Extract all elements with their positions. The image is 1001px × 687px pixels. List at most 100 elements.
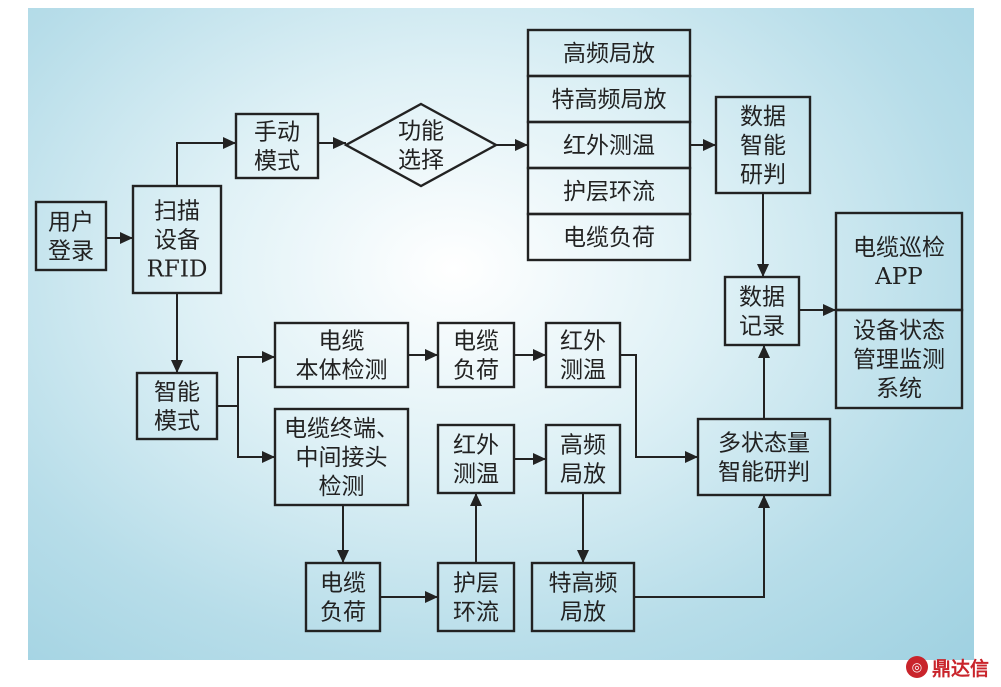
- arrowhead: [262, 351, 275, 363]
- node-label: 智能: [740, 133, 786, 159]
- arrowhead: [337, 550, 349, 563]
- node-label: 中间接头: [296, 445, 388, 471]
- arrowhead: [757, 264, 769, 277]
- edge-manual-to-function: [318, 137, 346, 149]
- arrowhead: [685, 451, 698, 463]
- node-term-hf: 高频局放: [544, 423, 622, 495]
- node-cable-app: 电缆巡检 APP: [834, 211, 964, 312]
- edge-scan-to-smart: [171, 293, 183, 373]
- node-label: 智能研判: [718, 460, 810, 486]
- node-label: 数据: [739, 285, 785, 311]
- node-label: 管理监测: [853, 347, 945, 373]
- node-body-ir: 红外测温: [544, 321, 622, 389]
- node-label: 数据: [740, 104, 786, 130]
- node-label: 研判: [740, 162, 786, 188]
- edge-body-to-load: [408, 349, 438, 361]
- arrowhead: [823, 304, 836, 316]
- node-label: 护层环流: [563, 179, 655, 205]
- arrowhead: [120, 232, 133, 244]
- node-label: 多状态量: [718, 431, 810, 457]
- node-label: 护层: [453, 571, 499, 597]
- node-cable-load: 电缆负荷: [526, 212, 692, 262]
- arrowhead: [703, 139, 716, 151]
- edge-multi-to-record: [758, 345, 770, 419]
- node-label: 模式: [254, 149, 300, 175]
- logo-icon: ◎: [906, 656, 928, 678]
- node-term-ir: 红外测温: [436, 423, 516, 495]
- edge-load-to-ir: [514, 349, 546, 361]
- edge-branch-to-term: [237, 406, 275, 463]
- arrowhead: [515, 139, 528, 151]
- node-label: 局放: [560, 462, 606, 488]
- box-shape: [34, 200, 108, 272]
- node-label: 系统: [876, 376, 922, 402]
- node-label: 智能: [154, 380, 200, 406]
- node-label: 设备: [154, 228, 200, 254]
- node-label: 电缆: [320, 571, 366, 597]
- box-shape: [834, 308, 964, 410]
- node-label: 电缆终端、: [284, 416, 399, 442]
- node-label: 测温: [560, 358, 606, 384]
- node-label: 本体检测: [296, 358, 388, 384]
- node-label: 红外: [560, 329, 606, 355]
- node-sheath-current: 护层环流: [526, 166, 692, 216]
- diamond-shape: [343, 102, 499, 188]
- node-label: 特高频: [549, 571, 618, 597]
- node-term-sheath: 护层环流: [436, 561, 516, 633]
- arrowhead: [533, 453, 546, 465]
- node-label: 测温: [453, 462, 499, 488]
- node-label: 手动: [254, 120, 300, 146]
- arrowhead: [223, 137, 236, 149]
- node-label: 电缆巡检: [853, 235, 945, 261]
- node-label: 局放: [560, 600, 606, 626]
- node-label: 功能: [398, 119, 444, 145]
- arrowhead: [470, 493, 482, 506]
- node-label: 设备状态: [853, 318, 945, 344]
- brand-logo: ◎ 鼎达信: [906, 652, 989, 682]
- node-label: 红外测温: [563, 133, 655, 159]
- arrowhead: [425, 591, 438, 603]
- arrowhead: [262, 451, 275, 463]
- node-label: 负荷: [320, 600, 366, 626]
- node-label: 记录: [739, 314, 785, 340]
- node-ir-temp: 红外测温: [526, 120, 692, 170]
- node-uhf-pd: 特高频局放: [526, 74, 692, 124]
- logo-text: 鼎达信: [932, 657, 990, 680]
- edge-analysis-to-record: [757, 193, 769, 277]
- edge-load-to-sheath: [380, 591, 438, 603]
- edge-function-to-list: [496, 139, 528, 151]
- box-shape: [234, 112, 320, 180]
- edge-uhf-to-multi: [634, 495, 770, 598]
- edge-hf-to-uhf: [577, 493, 589, 563]
- node-label: 登录: [48, 239, 94, 265]
- node-label: APP: [874, 264, 923, 290]
- node-label: 高频局放: [563, 41, 655, 67]
- arrowhead: [758, 495, 770, 508]
- node-label: 电缆: [319, 329, 365, 355]
- flowchart: 用户登录扫描设备RFID手动模式功能选择高频局放特高频局放红外测温护层环流电缆负…: [34, 28, 964, 633]
- edge-term-to-load: [337, 505, 349, 563]
- box-shape: [834, 211, 964, 312]
- node-label: 红外: [453, 433, 499, 459]
- edge-user-login-to-scan: [106, 232, 133, 244]
- arrowhead: [333, 137, 346, 149]
- arrowhead: [533, 349, 546, 361]
- node-hf-pd: 高频局放: [526, 28, 692, 78]
- node-label: RFID: [147, 257, 208, 283]
- node-label: 特高频局放: [552, 87, 667, 113]
- edge-record-to-app: [799, 304, 836, 316]
- node-term-load: 电缆负荷: [304, 561, 382, 633]
- edge-ir-to-hf: [514, 453, 546, 465]
- arrowhead: [758, 345, 770, 358]
- node-label: 用户: [48, 210, 94, 236]
- node-label: 扫描: [154, 199, 200, 225]
